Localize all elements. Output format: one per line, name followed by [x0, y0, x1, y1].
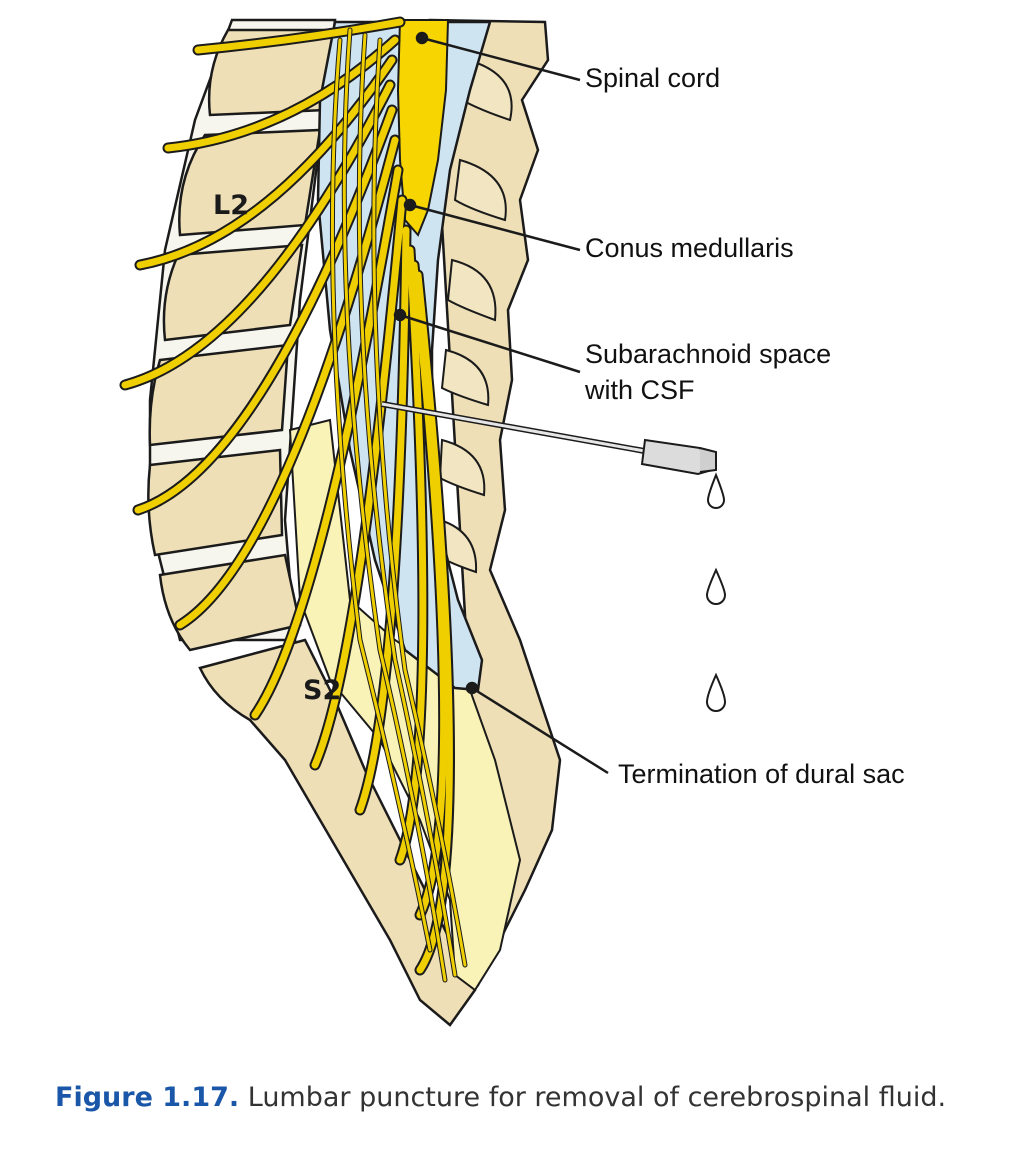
- label-termination-of-dural-sac: Termination of dural sac: [618, 759, 905, 789]
- vertebra-label-s2: S2: [303, 675, 342, 706]
- csf-drop-1: [706, 472, 726, 509]
- nerve-roots: [119, 16, 468, 983]
- figure-number: Figure 1.17.: [55, 1082, 240, 1113]
- leader-lines: [393, 31, 609, 775]
- vertebra-l4: [147, 448, 284, 557]
- puncture-needle: [381, 401, 717, 476]
- label-spinal-cord: Spinal cord: [585, 63, 721, 93]
- spinous-process-4: [440, 348, 490, 407]
- spinous-process-2: [453, 158, 507, 222]
- spinal-cord: [396, 19, 450, 237]
- spine-illustration: [119, 16, 727, 1027]
- csf-drop-3: [705, 672, 727, 712]
- label-with-csf: with CSF: [585, 375, 695, 405]
- posterior-elements: [428, 18, 562, 987]
- vertebral-bodies: [147, 18, 477, 1027]
- csf-drops: [705, 472, 727, 712]
- caption-text: Lumbar puncture for removal of cerebrosp…: [247, 1082, 947, 1113]
- vertebra-l2: [162, 243, 304, 342]
- spinous-process-5: [438, 438, 486, 497]
- figure-caption: Figure 1.17. Lumbar puncture for removal…: [55, 1082, 946, 1113]
- vertebra-label-l2: L2: [213, 190, 249, 221]
- label-conus-medullaris: Conus medullaris: [585, 233, 794, 263]
- label-subarachnoid-space: Subarachnoid space: [585, 339, 832, 369]
- csf-drop-2: [705, 567, 727, 605]
- spinous-process-3: [446, 258, 497, 322]
